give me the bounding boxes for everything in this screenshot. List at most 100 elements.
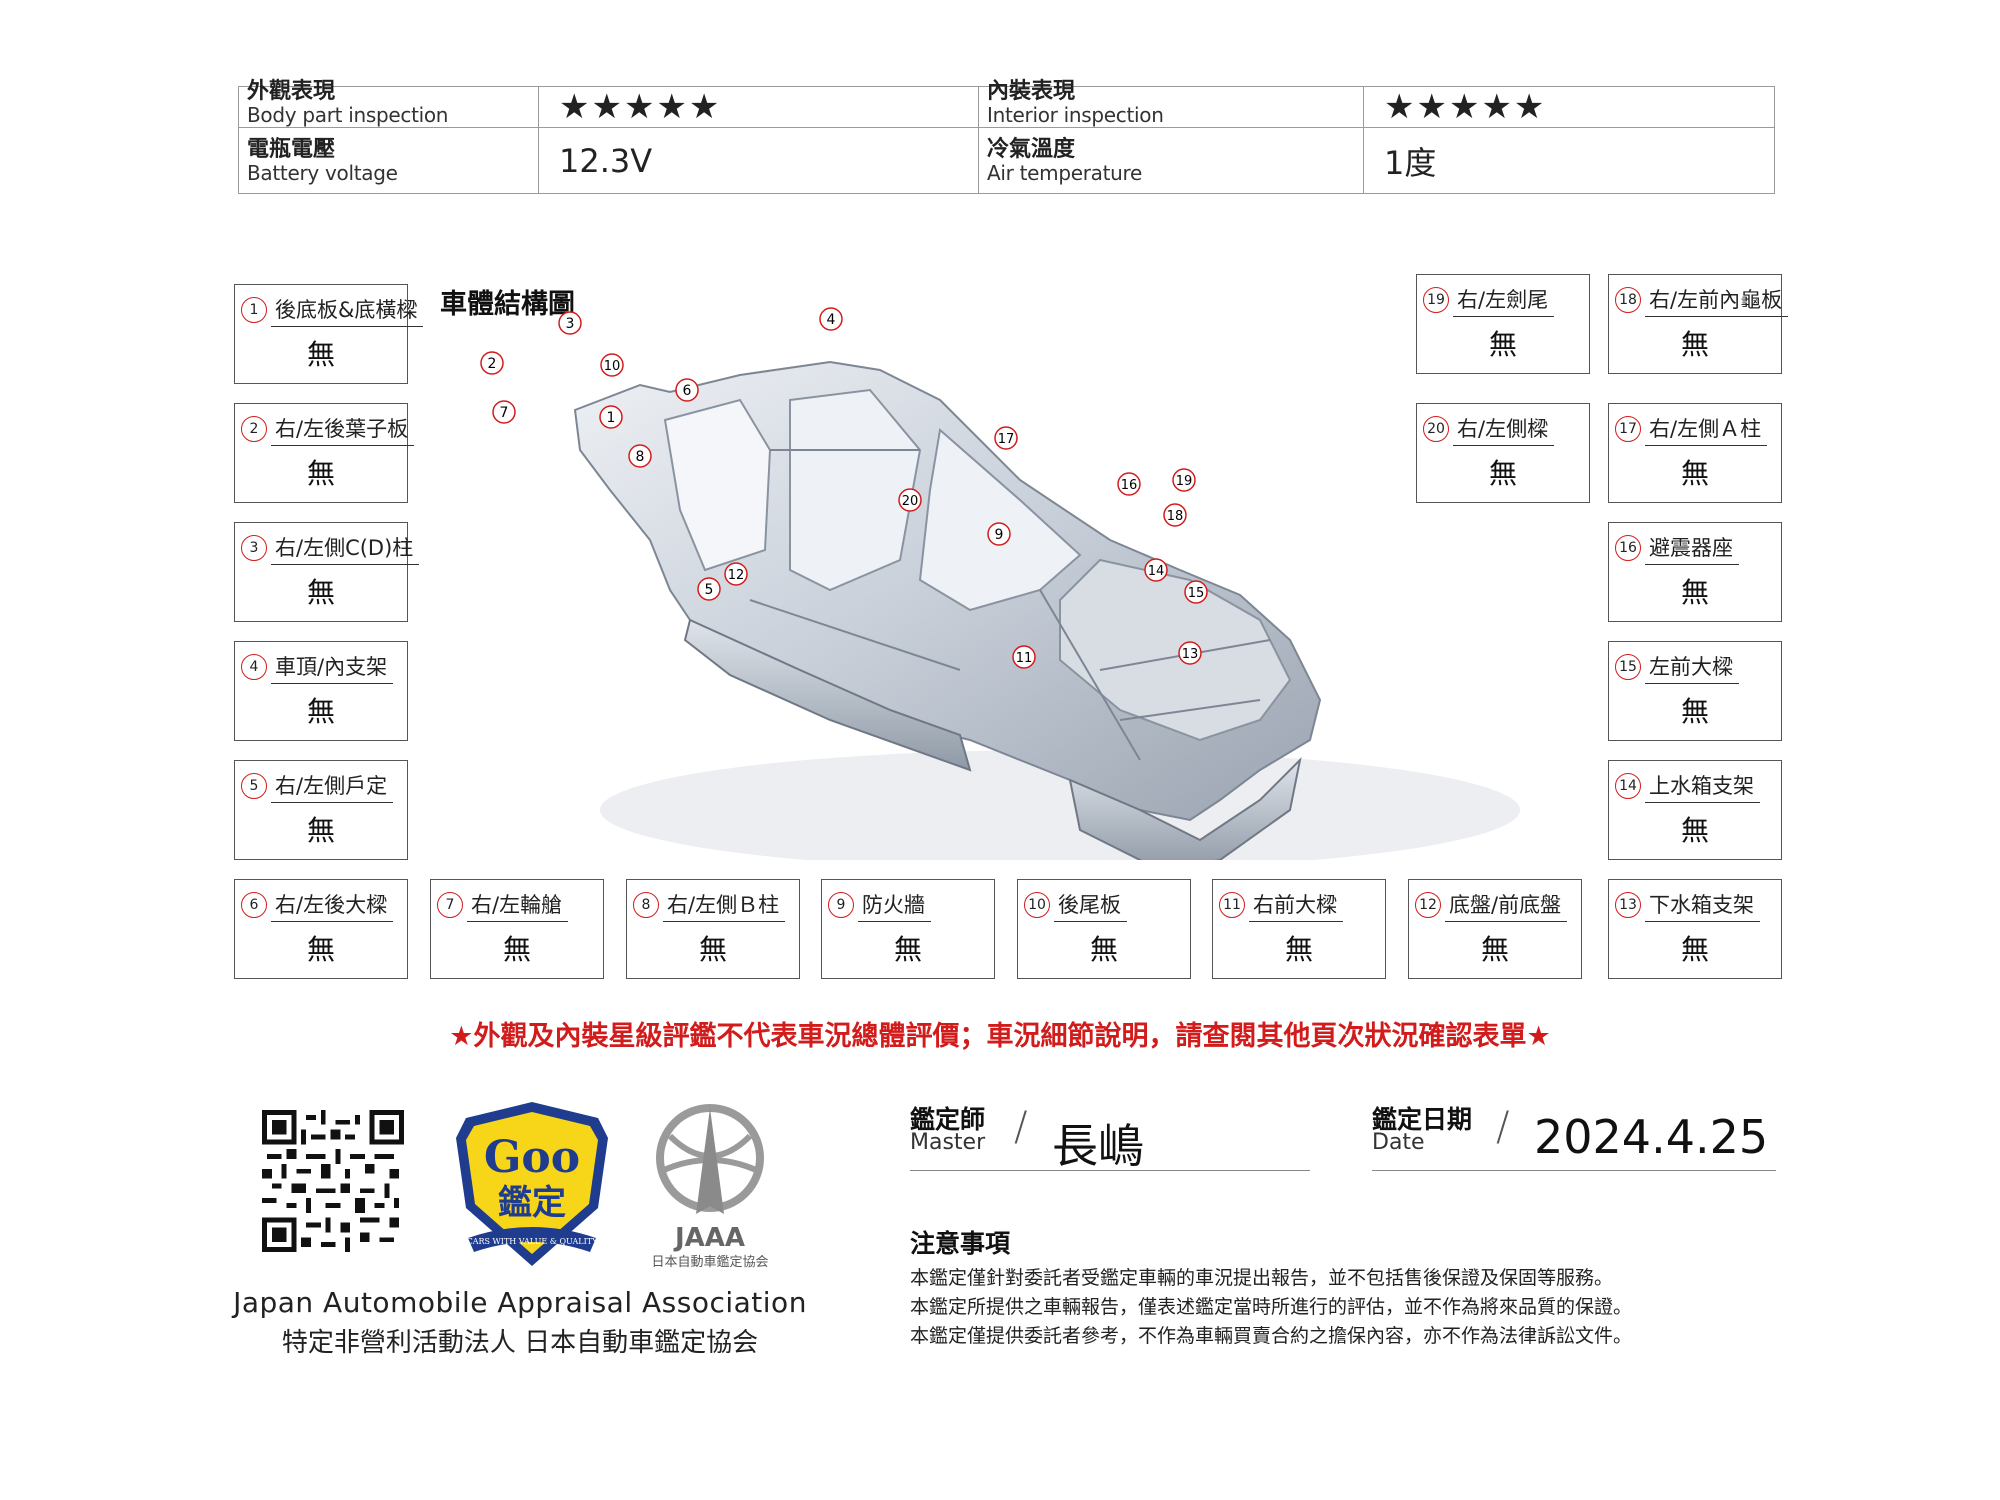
marker-9: 9 <box>987 522 1011 546</box>
engine-bay <box>1059 558 1292 742</box>
part-number-badge: 7 <box>437 892 463 918</box>
part-number-badge: 8 <box>633 892 659 918</box>
marker-2: 2 <box>480 351 504 375</box>
battery-voltage-header: 電瓶電壓 Battery voltage <box>238 127 539 194</box>
part-name: 下水箱支架 <box>1645 889 1760 922</box>
part-name: 右/左前內龜板 <box>1645 284 1789 317</box>
part-name: 底盤/前底盤 <box>1445 889 1568 922</box>
goo-appraisal-logo: Goo 鑑定 CARS WITH VALUE & QUALITY <box>456 1102 608 1266</box>
master-label-en: Master <box>910 1130 986 1155</box>
part-result: 無 <box>306 576 335 609</box>
part-number-badge: 18 <box>1615 287 1641 313</box>
marker-14: 14 <box>1144 558 1168 582</box>
inspection-table: 外觀表現 Body part inspection ★★★★★ 內裝表現 Int… <box>238 80 1775 194</box>
part-name: 上水箱支架 <box>1645 770 1760 803</box>
svg-text:鑑定: 鑑定 <box>498 1183 566 1223</box>
part-result: 無 <box>1680 814 1709 847</box>
part-result: 無 <box>893 933 922 966</box>
svg-text:日本自動車鑑定協会: 日本自動車鑑定協会 <box>651 1254 768 1270</box>
part-result: 無 <box>502 933 531 966</box>
svg-text:JAAA: JAAA <box>673 1223 745 1253</box>
svg-text:17: 17 <box>998 432 1015 447</box>
master-field: 鑑定師 Master / 長嶋 <box>910 1100 1310 1173</box>
part-number-badge: 5 <box>241 773 267 799</box>
marker-4: 4 <box>819 307 843 331</box>
part-result: 無 <box>1680 933 1709 966</box>
part-number-badge: 10 <box>1024 892 1050 918</box>
part-name: 後尾板 <box>1054 889 1127 922</box>
appraisal-date: 2024.4.25 <box>1534 1110 1769 1164</box>
part-name: 右/左側Ａ柱 <box>1645 413 1768 446</box>
svg-text:CARS WITH VALUE & QUALITY: CARS WITH VALUE & QUALITY <box>467 1237 599 1246</box>
marker-5: 5 <box>697 577 721 601</box>
jaaa-logo: JAAA 日本自動車鑑定協会 <box>651 1104 769 1270</box>
air-temperature-value: 1度 <box>1363 127 1775 194</box>
master-label: 鑑定師 <box>910 1105 986 1134</box>
svg-text:9: 9 <box>995 527 1004 543</box>
date-label: 鑑定日期 <box>1372 1105 1473 1134</box>
part-number-badge: 2 <box>241 416 267 442</box>
marker-20: 20 <box>898 488 922 512</box>
note-line: 本鑑定僅針對委託者受鑑定車輛的車況提出報告，並不包括售後保證及保固等服務。 <box>910 1267 1614 1289</box>
qr-code-icon[interactable] <box>262 1110 404 1252</box>
note-line: 本鑑定僅提供委託者參考，不作為車輛買賣合約之擔保內容，亦不作為法律訴訟文件。 <box>910 1325 1633 1347</box>
table-row: 電瓶電壓 Battery voltage 12.3V 冷氣溫度 Air temp… <box>238 127 1775 194</box>
part-name: 避震器座 <box>1645 532 1739 565</box>
part-name: 右/左後葉子板 <box>271 413 415 446</box>
marker-6: 6 <box>675 378 699 402</box>
part-name: 右/左後大樑 <box>271 889 394 922</box>
part-name: 右前大樑 <box>1249 889 1343 922</box>
side-sill <box>683 618 972 772</box>
door-opening-front <box>918 428 1082 612</box>
marker-7: 7 <box>492 400 516 424</box>
svg-text:11: 11 <box>1016 651 1033 666</box>
part-result: 無 <box>1089 933 1118 966</box>
svg-text:1: 1 <box>607 410 616 426</box>
svg-text:7: 7 <box>500 405 509 421</box>
part-name: 右/左側C(D)柱 <box>271 532 420 565</box>
part-number-badge: 19 <box>1423 287 1449 313</box>
svg-text:3: 3 <box>566 316 575 332</box>
rating-disclaimer: ★外觀及內裝星級評鑑不代表車況總體評價；車況細節說明，請查閱其他頁次狀況確認表單… <box>449 1021 1551 1052</box>
svg-text:Goo: Goo <box>484 1132 580 1183</box>
part-result: 無 <box>1284 933 1313 966</box>
part-number-badge: 16 <box>1615 535 1641 561</box>
marker-11: 11 <box>1012 645 1036 669</box>
part-result: 無 <box>1480 933 1509 966</box>
marker-8: 8 <box>628 444 652 468</box>
part-result: 無 <box>306 695 335 728</box>
part-name: 右/左劍尾 <box>1453 284 1555 317</box>
part-number-badge: 4 <box>241 654 267 680</box>
date-field: 鑑定日期 Date / 2024.4.25 <box>1372 1100 1776 1171</box>
part-number-badge: 1 <box>241 297 267 323</box>
svg-text:5: 5 <box>705 582 714 598</box>
part-name: 後底板&底橫樑 <box>271 294 424 327</box>
slash-divider: / <box>1496 1104 1510 1150</box>
marker-10: 10 <box>600 353 624 377</box>
svg-text:19: 19 <box>1176 474 1193 489</box>
svg-text:14: 14 <box>1148 564 1165 579</box>
svg-text:12: 12 <box>728 568 745 583</box>
notes-list: 本鑑定僅針對委託者受鑑定車輛的車況提出報告，並不包括售後保證及保固等服務。 本鑑… <box>910 1264 1810 1351</box>
diagram-title: 車體結構圖 <box>440 289 575 320</box>
part-name: 車頂/內支架 <box>271 651 394 684</box>
body-inspection-header: 外觀表現 Body part inspection <box>238 80 539 129</box>
part-name: 防火牆 <box>858 889 931 922</box>
note-line: 本鑑定所提供之車輛報告，僅表述鑑定當時所進行的評估，並不作為將來品質的保證。 <box>910 1296 1633 1318</box>
date-label-en: Date <box>1372 1130 1425 1155</box>
part-result: 無 <box>698 933 727 966</box>
part-result: 無 <box>1680 576 1709 609</box>
